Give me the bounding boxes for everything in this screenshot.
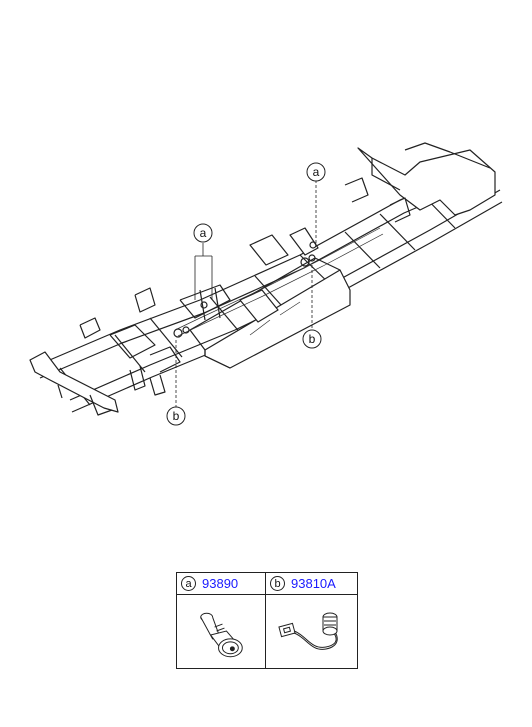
callout-b-right: b xyxy=(302,329,322,349)
part-b-header: b 93810A xyxy=(266,573,357,595)
callout-leaders xyxy=(175,180,317,408)
part-b-number[interactable]: 93810A xyxy=(291,576,336,591)
parts-legend-table: a 93890 b 93810A xyxy=(176,572,358,669)
svg-text:a: a xyxy=(313,165,320,179)
part-a-header: a 93890 xyxy=(177,573,266,595)
part-a-number[interactable]: 93890 xyxy=(202,576,239,591)
callout-a-right: a xyxy=(306,162,326,182)
chassis-frame xyxy=(29,142,503,416)
part-b-image xyxy=(266,595,357,668)
svg-text:b: b xyxy=(173,409,180,423)
part-a-letter: a xyxy=(181,576,196,591)
svg-text:a: a xyxy=(200,226,207,240)
part-b-letter: b xyxy=(270,576,285,591)
svg-text:b: b xyxy=(309,332,316,346)
part-a-image xyxy=(177,595,266,668)
callout-a-left: a xyxy=(193,223,213,243)
sensor-with-connector-icon xyxy=(278,612,338,650)
pressure-switch-icon xyxy=(200,612,243,658)
callout-b-left: b xyxy=(166,406,186,426)
